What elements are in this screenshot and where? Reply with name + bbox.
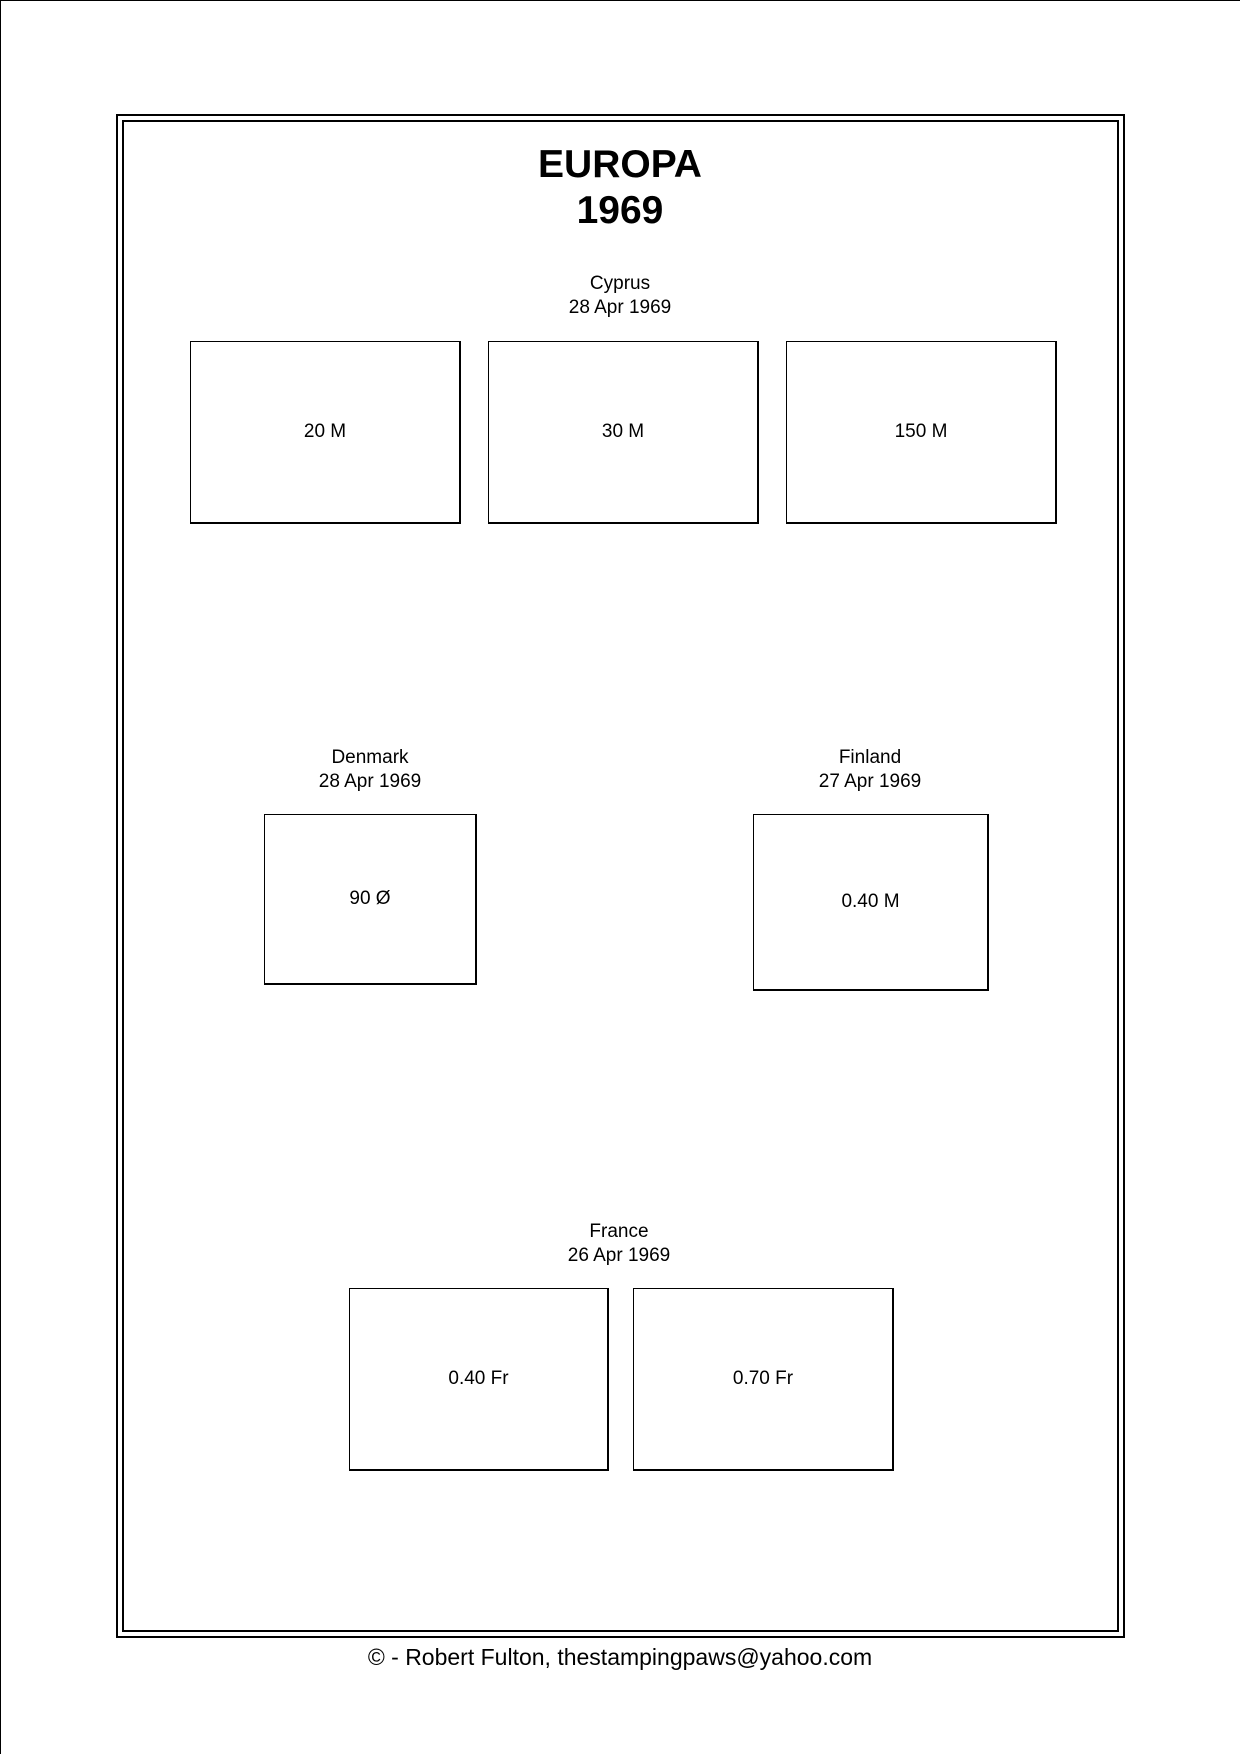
issue-date: 27 Apr 1969 (818, 771, 922, 792)
caption-denmark: Denmark 28 Apr 1969 (220, 746, 520, 794)
stamp-box-cyprus-2: 30 M (488, 341, 759, 524)
stamp-box-cyprus-1: 20 M (190, 341, 461, 524)
country-name: Finland (838, 747, 902, 768)
stamp-value: 0.40 Fr (448, 1368, 509, 1389)
stamp-value: 150 M (894, 421, 948, 442)
stamp-value: 0.40 M (841, 891, 900, 912)
page-title-line-2: 1969 (576, 189, 664, 232)
issue-date: 26 Apr 1969 (567, 1245, 671, 1266)
issue-date: 28 Apr 1969 (318, 771, 422, 792)
caption-finland: Finland 27 Apr 1969 (720, 746, 1020, 794)
stamp-value: 30 M (601, 421, 645, 442)
page-title-line-1: EUROPA (538, 143, 702, 186)
stamp-value: 0.70 Fr (732, 1368, 794, 1389)
country-name: France (589, 1221, 649, 1242)
stamp-box-cyprus-3: 150 M (786, 341, 1057, 524)
page-title: EUROPA 1969 (0, 142, 1240, 234)
stamp-box-france-1: 0.40 Fr (349, 1288, 609, 1471)
issue-date: 28 Apr 1969 (568, 297, 672, 318)
copyright-footer: © - Robert Fulton, thestampingpaws@yahoo… (367, 1644, 873, 1670)
country-name: Denmark (331, 747, 409, 768)
country-name: Cyprus (589, 273, 651, 294)
stamp-box-denmark-1: 90 Ø (264, 814, 477, 985)
stamp-value: 90 Ø (349, 888, 391, 909)
caption-france: France 26 Apr 1969 (469, 1220, 769, 1268)
stamp-box-france-2: 0.70 Fr (633, 1288, 894, 1471)
page-frame-outer (116, 114, 1125, 1638)
stamp-box-finland-1: 0.40 M (753, 814, 989, 991)
stamp-value: 20 M (303, 421, 347, 442)
caption-cyprus: Cyprus 28 Apr 1969 (470, 272, 770, 320)
page-frame-inner (122, 120, 1119, 1632)
